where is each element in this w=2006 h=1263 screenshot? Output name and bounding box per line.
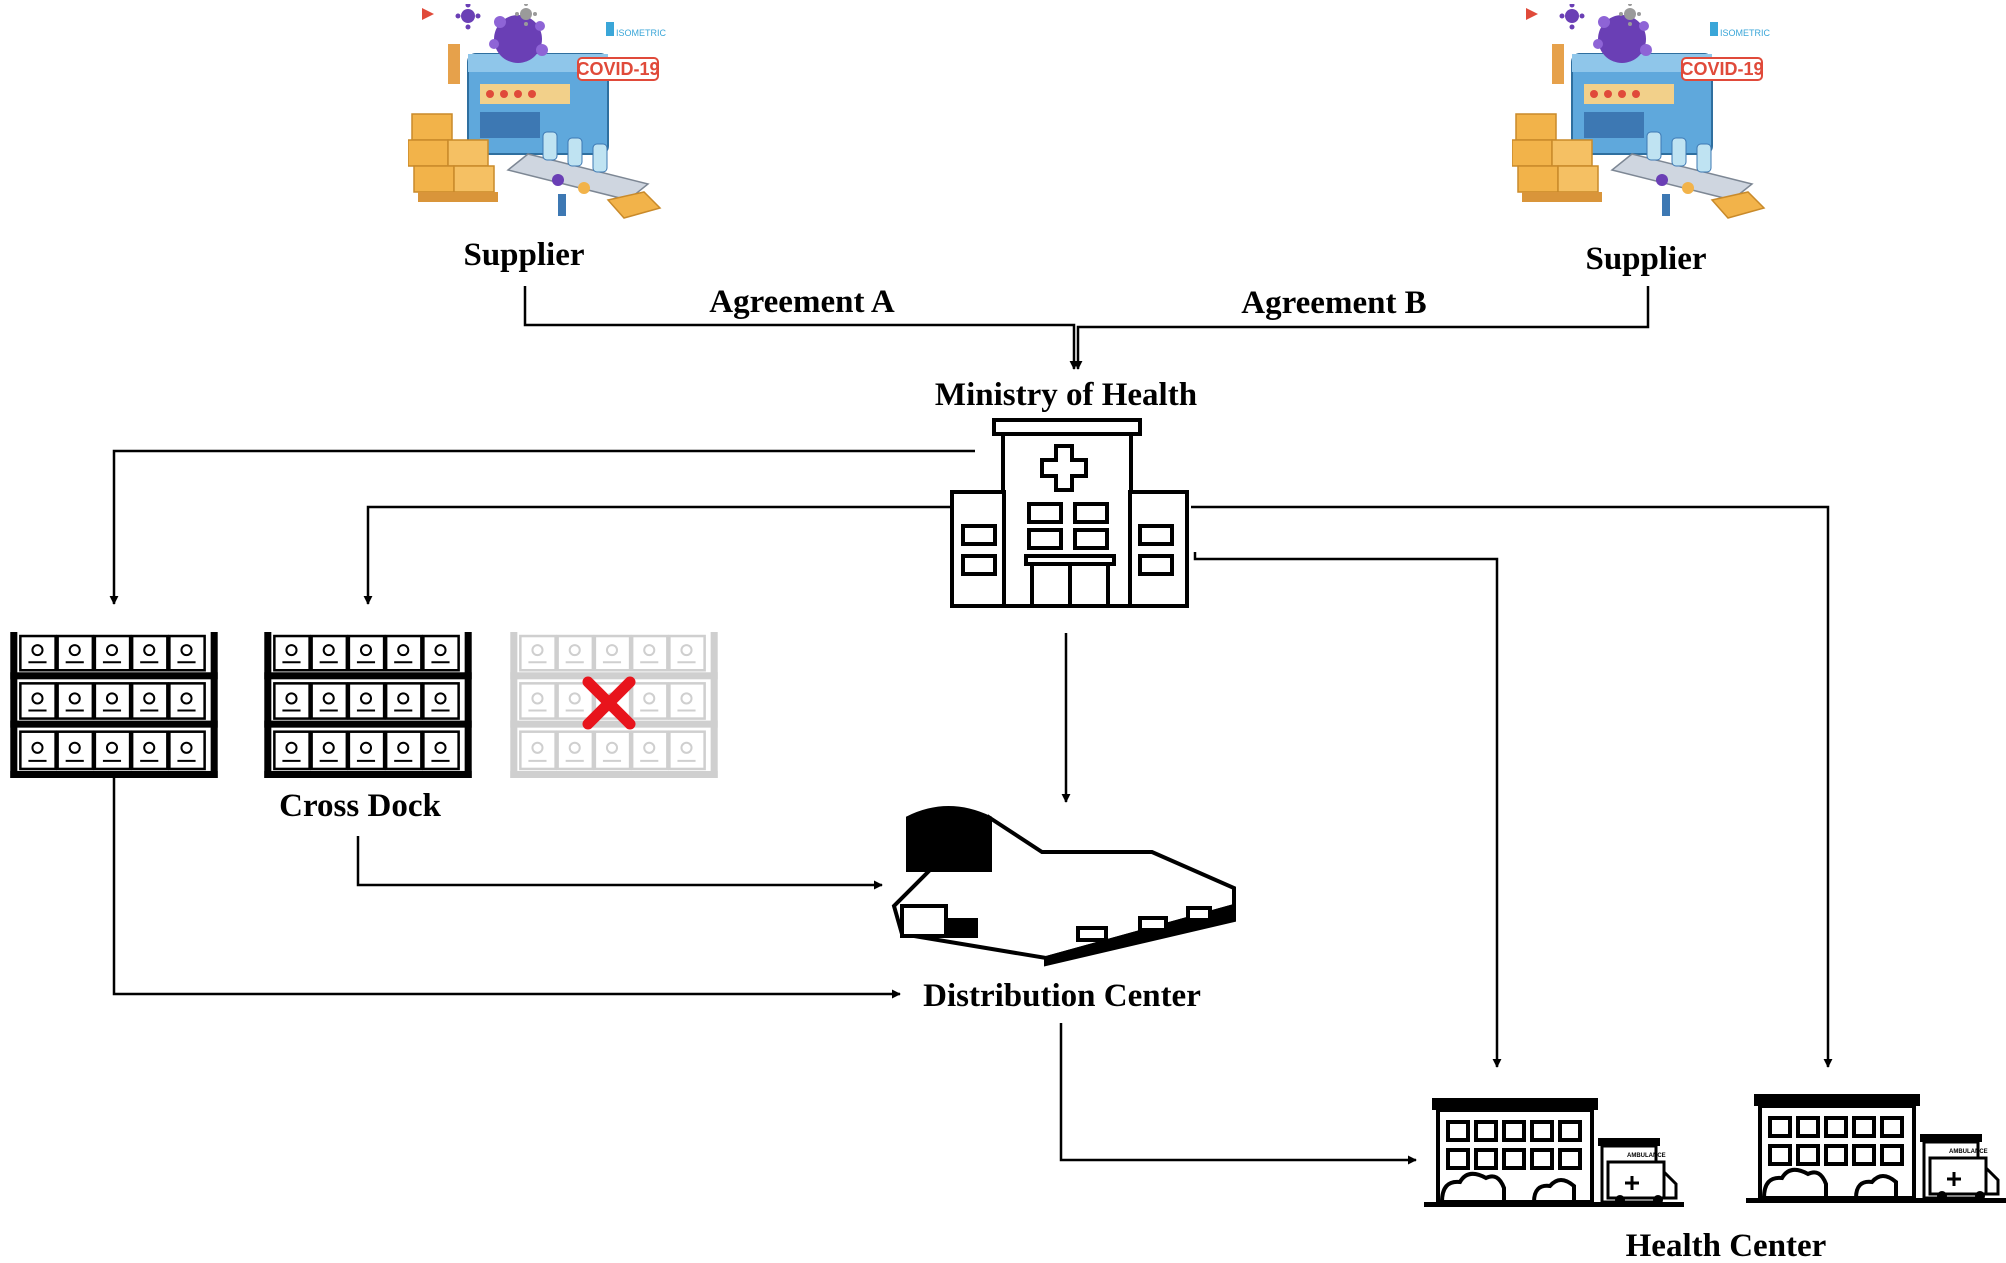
warehouse-rack-icon bbox=[263, 632, 473, 778]
ministry-label: Ministry of Health bbox=[935, 377, 1197, 413]
brand-text: ISOMETRIC bbox=[616, 28, 667, 38]
covid-badge bbox=[577, 57, 659, 81]
edge-warehouse-to-distribution bbox=[112, 778, 901, 999]
ambulance-text: AMBULANCE bbox=[1627, 1153, 1666, 1159]
distribution-center-node: Distribution Center bbox=[891, 806, 1236, 1014]
health-center-left: AMBULANCE bbox=[1424, 1098, 1684, 1208]
edge-distribution-to-health-center bbox=[1059, 1023, 1417, 1165]
ambulance-text: AMBULANCE bbox=[1949, 1149, 1988, 1155]
supplier-right-node: COVID-19 ISOMETRIC Supplier bbox=[1512, 4, 1771, 277]
unavailable-rack bbox=[509, 632, 719, 778]
edge-ministry-to-health-center-left bbox=[1193, 552, 1502, 1068]
brand-logo-icon bbox=[1710, 22, 1718, 36]
distribution-center-label: Distribution Center bbox=[923, 978, 1201, 1014]
hospital-icon bbox=[950, 418, 1189, 608]
edge-agreement-b bbox=[1073, 286, 1650, 370]
edge-agreement-a bbox=[523, 286, 1079, 370]
warehouse-rack-icon bbox=[9, 632, 219, 778]
edge-cross-dock-to-distribution bbox=[356, 836, 883, 890]
covid-badge-text: COVID-19 bbox=[576, 59, 659, 79]
supplier-right-label: Supplier bbox=[1585, 241, 1706, 277]
brand-text: ISOMETRIC bbox=[1720, 28, 1771, 38]
health-center-label: Health Center bbox=[1626, 1228, 1827, 1258]
edge-ministry-to-health-center-right bbox=[1191, 505, 1833, 1068]
covid-badge-text: COVID-19 bbox=[1680, 59, 1763, 79]
red-cross-mark-icon bbox=[582, 676, 636, 730]
supplier-left-node: COVID-19 ISOMETRIC Supplier bbox=[408, 4, 667, 273]
agreement-b-label: Agreement B bbox=[1241, 285, 1426, 321]
health-center-right: AMBULANCE bbox=[1746, 1094, 2006, 1204]
covid-badge bbox=[1681, 57, 1763, 81]
brand-logo-icon bbox=[606, 22, 614, 36]
cross-dock-node: Cross Dock bbox=[263, 632, 473, 824]
ministry-node: Ministry of Health bbox=[935, 377, 1197, 608]
supplier-left-label: Supplier bbox=[463, 237, 584, 273]
edge-ministry-to-cross-dock bbox=[363, 505, 952, 605]
agreement-a-label: Agreement A bbox=[709, 284, 895, 320]
edge-ministry-to-warehouse bbox=[109, 449, 975, 605]
distribution-building-icon bbox=[891, 806, 1236, 967]
warehouse-rack-left bbox=[9, 632, 219, 778]
cross-dock-label: Cross Dock bbox=[279, 788, 441, 824]
